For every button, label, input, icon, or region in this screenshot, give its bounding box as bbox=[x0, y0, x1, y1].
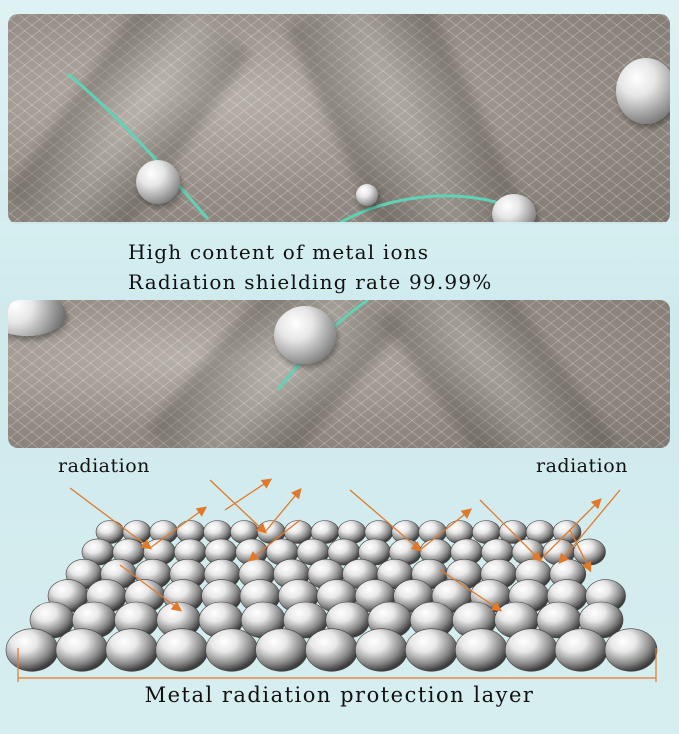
mercury-droplet-icon bbox=[274, 306, 336, 364]
radiation-arrow-icon bbox=[479, 499, 542, 562]
fabric-closeup-top bbox=[8, 14, 670, 224]
radiation-arrow-icon bbox=[149, 506, 208, 549]
radiation-arrow-icon bbox=[558, 489, 621, 564]
fabric-closeup-bottom bbox=[8, 300, 670, 448]
metal-sphere-icon bbox=[573, 538, 606, 566]
radiation-arrow-icon bbox=[569, 529, 592, 573]
metal-sphere-icon bbox=[554, 628, 608, 672]
metal-sphere-icon bbox=[355, 628, 408, 672]
green-thread bbox=[276, 300, 369, 391]
radiation-arrow-icon bbox=[349, 489, 422, 552]
caption-line-2: Radiation shielding rate 99.99% bbox=[128, 270, 493, 294]
metal-sphere-icon bbox=[305, 628, 358, 672]
metal-sphere-icon bbox=[255, 628, 308, 672]
metal-sphere-icon bbox=[155, 628, 209, 672]
mercury-droplet-icon bbox=[616, 58, 670, 124]
metal-sphere-icon bbox=[205, 628, 258, 672]
caption-line-1: High content of metal ions bbox=[128, 240, 430, 264]
mercury-droplet-icon bbox=[492, 194, 536, 224]
metal-sphere-layer bbox=[5, 478, 658, 682]
metal-sphere-icon bbox=[604, 628, 658, 672]
layer-caption: Metal radiation protection layer bbox=[144, 683, 535, 707]
mercury-droplet-icon bbox=[356, 184, 378, 206]
radiation-arrow-icon bbox=[247, 519, 301, 562]
metal-sphere-icon bbox=[504, 628, 558, 672]
radiation-arrow-icon bbox=[69, 487, 153, 550]
mercury-droplet-icon bbox=[136, 160, 180, 204]
radiation-arrow-icon bbox=[209, 479, 267, 534]
radiation-arrow-icon bbox=[119, 564, 183, 612]
radiation-arrow-icon bbox=[419, 508, 473, 551]
caption-band bbox=[0, 222, 679, 302]
radiation-arrow-icon bbox=[264, 488, 302, 533]
radiation-label-left: radiation bbox=[58, 455, 150, 477]
metal-sphere-icon bbox=[105, 628, 159, 672]
radiation-arrow-icon bbox=[439, 569, 503, 612]
metal-sphere-icon bbox=[55, 628, 109, 672]
metal-sphere-icon bbox=[405, 628, 458, 672]
metal-sphere-icon bbox=[454, 628, 508, 672]
radiation-arrow-icon bbox=[224, 478, 273, 511]
green-thread bbox=[67, 72, 529, 224]
radiation-label-right: radiation bbox=[536, 455, 628, 477]
metal-sphere-icon bbox=[5, 628, 59, 672]
